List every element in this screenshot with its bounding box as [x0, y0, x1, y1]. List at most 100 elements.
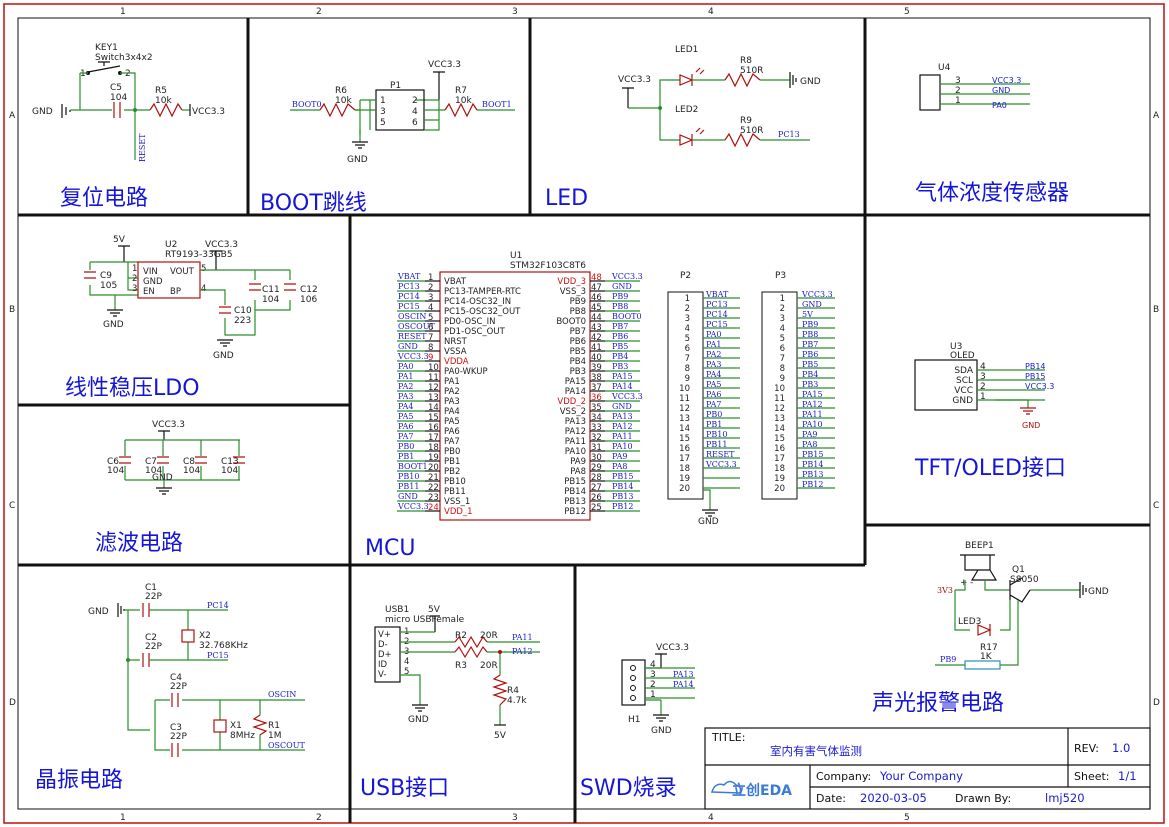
mcu-pin-number: 10 — [428, 363, 439, 373]
ref-q1: Q1 — [1012, 565, 1025, 575]
section-dividers — [18, 18, 1150, 823]
mcu-pin-name: PA1 — [444, 377, 460, 387]
header-net: PA0 — [706, 330, 722, 339]
mcu-net-left: RESET — [398, 332, 427, 341]
header-pin-number: 20 — [774, 484, 785, 494]
connector-u4 — [919, 74, 941, 111]
ic-u1 — [439, 271, 591, 521]
mcu-pin-name: PA11 — [565, 437, 586, 447]
border-col-label: 3 — [512, 7, 518, 17]
pin-label: 6 — [412, 118, 418, 128]
pin-number: 2 — [955, 86, 961, 96]
mcu-pin-name: PB6 — [570, 337, 586, 347]
mcu-pin-number: 11 — [428, 373, 439, 383]
mcu-pin-number: 8 — [428, 343, 433, 353]
mcu-pin-name: VSS_1 — [444, 497, 470, 507]
ref-u2: U2 — [165, 240, 177, 250]
cap-value: 104 — [107, 466, 124, 476]
header-net: 5V — [802, 310, 813, 319]
header-net: PB15 — [802, 450, 823, 459]
ref-key1: KEY1 — [95, 43, 118, 53]
mcu-net-left: BOOT1 — [398, 462, 428, 471]
mcu-net-left: OSCIN — [398, 312, 426, 321]
mcu-pin-number: 4 — [428, 303, 433, 313]
header-net: VCC3.3 — [705, 460, 737, 469]
mcu-net-right: PB4 — [612, 352, 628, 361]
header-pin-number: 6 — [685, 344, 690, 354]
mcu-net-left: PA4 — [398, 402, 414, 411]
header-net: PA9 — [802, 430, 818, 439]
mcu-pin-name: VDD_2 — [557, 397, 586, 407]
header-pin-number: 14 — [774, 424, 785, 434]
company-label: Company: — [816, 770, 871, 783]
border-col-label: 1 — [120, 7, 126, 17]
mcu-pin-number: 18 — [428, 443, 439, 453]
part-ldo: RT9193-33GB5 — [165, 250, 233, 260]
header-net: PA12 — [802, 400, 823, 409]
pin-label: 5 — [380, 118, 386, 128]
mcu-pin-number: 32 — [591, 433, 602, 443]
mcu-pin-name: PA15 — [565, 377, 586, 387]
header-pin-number: 13 — [774, 414, 785, 424]
date-label: Date: — [816, 792, 846, 805]
mcu-net-left: PA0 — [398, 362, 414, 371]
mcu-pin-name: PC14-OSC32_IN — [444, 297, 511, 307]
mcu-pin-number: 38 — [591, 373, 602, 383]
ref-h1: H1 — [628, 715, 641, 725]
mcu-pin-number: 44 — [591, 313, 602, 323]
mcu-net-left: GND — [398, 342, 418, 351]
mcu-pin-number: 15 — [428, 413, 439, 423]
border-row-label: B — [9, 305, 15, 315]
net-oscin: OSCIN — [268, 690, 296, 699]
mcu-pin-number: 14 — [428, 403, 439, 413]
pin-name: GND — [143, 277, 163, 287]
mcu-net-right: PB8 — [612, 302, 628, 311]
ref-x2: X2 — [199, 631, 211, 641]
header-net: PB9 — [802, 320, 818, 329]
val-c12: 106 — [300, 295, 317, 305]
val-r9: 510R — [740, 126, 763, 136]
val-c5: 104 — [110, 93, 127, 103]
mcu-pin-number: 47 — [591, 283, 602, 293]
gnd-label: GND — [213, 351, 234, 361]
mcu-pin-number: 39 — [591, 363, 602, 373]
header-net: PB1 — [706, 420, 722, 429]
pin-label: 2 — [412, 96, 418, 106]
mcu-pin-name: PB1 — [444, 457, 460, 467]
drawn-label: Drawn By: — [955, 792, 1011, 805]
ref-c3: C3 — [170, 723, 182, 733]
mcu-net-right: PA10 — [612, 442, 633, 451]
connector-p3 — [761, 291, 798, 500]
header-net: PA2 — [706, 350, 722, 359]
mcu-net-left: PA3 — [398, 392, 414, 401]
ref-p3: P3 — [775, 271, 786, 281]
ref-r8: R8 — [740, 56, 752, 66]
val-c10: 223 — [234, 316, 251, 326]
header-pin-number: 5 — [780, 334, 785, 344]
border-row-label: D — [9, 698, 16, 708]
vcc-label: VCC3.3 — [192, 107, 225, 117]
header-pin-number: 18 — [679, 464, 690, 474]
net-oscout: OSCOUT — [268, 741, 305, 750]
net-boot0: BOOT0 — [292, 100, 322, 109]
mcu-pin-name: VSS_3 — [560, 287, 586, 297]
header-pin-number: 2 — [685, 304, 690, 314]
mcu-net-right: PA9 — [612, 452, 628, 461]
mcu-net-right: PA15 — [612, 372, 633, 381]
net-pa11: PA11 — [512, 633, 533, 642]
mcu-pin-number: 48 — [591, 273, 602, 283]
mcu-net-left: VCC3.3 — [397, 502, 429, 511]
header-net: PA6 — [706, 390, 722, 399]
section-title-swd: SWD烧录 — [580, 776, 677, 801]
val-r4: 4.7k — [507, 696, 527, 706]
mcu-pin-number: 6 — [428, 323, 433, 333]
header-net: PB4 — [802, 370, 818, 379]
mcu-net-right: PA13 — [612, 412, 633, 421]
mcu-pin-name: PC13-TAMPER-RTC — [444, 287, 521, 297]
header-net: PA7 — [706, 400, 722, 409]
mcu-pin-number: 42 — [591, 333, 602, 343]
mcu-pin-number: 1 — [428, 273, 433, 283]
